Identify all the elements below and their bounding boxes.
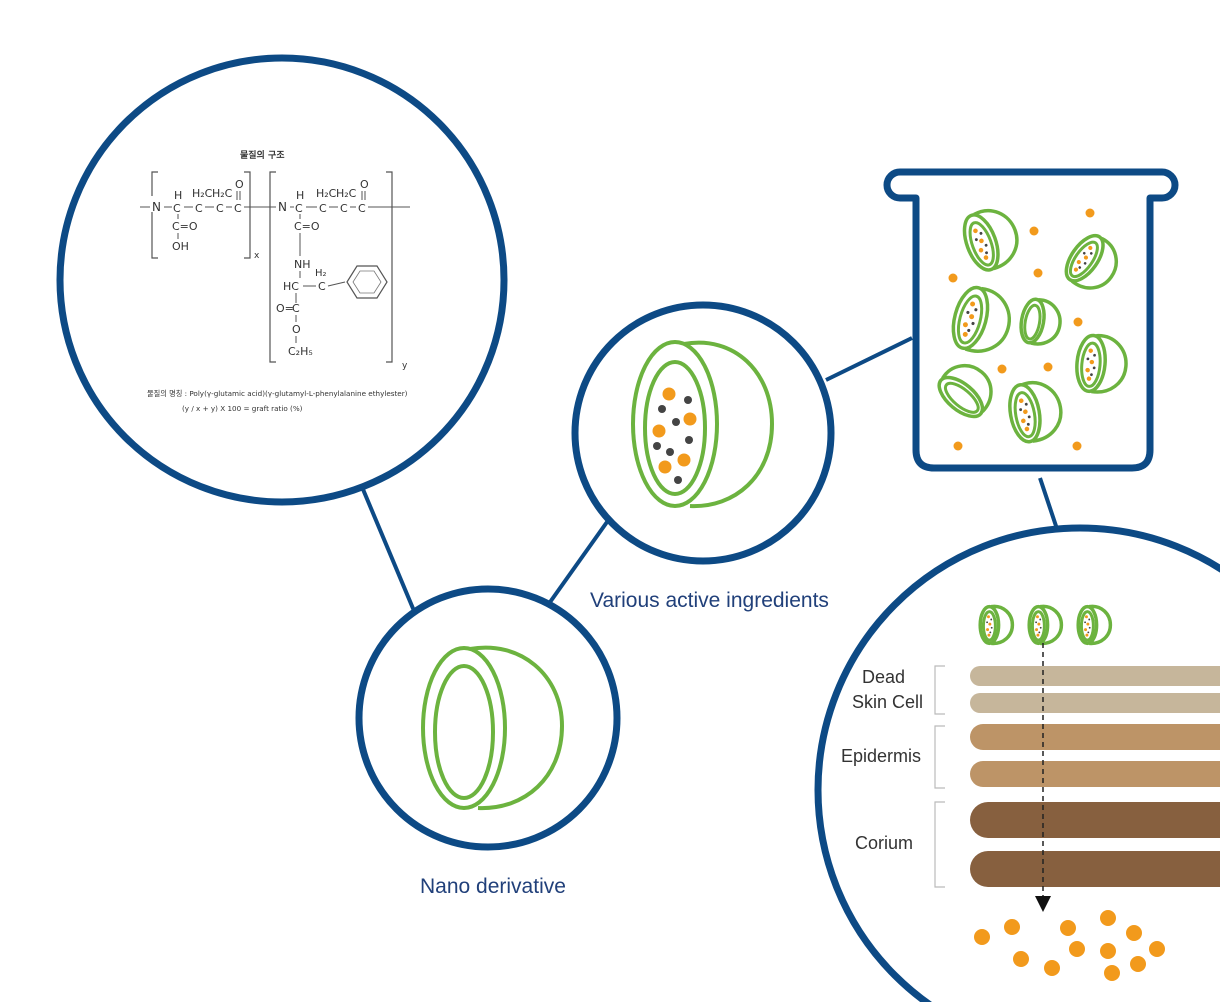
beaker xyxy=(883,168,1179,472)
loaded-capsule-small-icon xyxy=(962,208,1019,272)
connector-structure-to-nano xyxy=(355,474,419,619)
right-c-alpha: C xyxy=(295,202,303,215)
left-o-top: O xyxy=(235,178,244,191)
skin-top-capsules xyxy=(978,604,1113,646)
bracket-x-left xyxy=(151,171,158,259)
bracket-x-right xyxy=(244,171,251,259)
empty-capsule-small-icon xyxy=(1019,297,1062,346)
penetration-arrow-head xyxy=(1035,896,1051,912)
label-corium: Corium xyxy=(855,833,913,853)
skin-circle: Dead Skin Cell Epidermis Corium xyxy=(814,524,1220,1002)
right-o-top: O xyxy=(360,178,369,191)
label-dead-skin-line2: Skin Cell xyxy=(852,692,923,712)
left-oh: OH xyxy=(172,240,189,253)
right-h2: H₂ xyxy=(315,268,327,279)
loaded-capsule-small-icon xyxy=(1008,381,1063,444)
loaded-capsule-small-icon xyxy=(951,285,1011,353)
layer-epidermis-2 xyxy=(970,761,1220,787)
right-n: N xyxy=(278,200,287,214)
connector-active-to-beaker xyxy=(825,336,913,382)
nano-derivative-circle: Nano derivative xyxy=(355,585,621,898)
structure-circle-ring xyxy=(56,54,508,506)
connector-nano-to-active xyxy=(541,520,609,614)
active-ingredients-caption: Various active ingredients xyxy=(590,589,829,612)
layer-dead-skin-1 xyxy=(970,666,1220,686)
beaker-loose-dots xyxy=(948,208,1095,451)
beaker-capsules xyxy=(937,208,1128,444)
right-h2c-2: H₂C xyxy=(336,187,357,200)
right-o-ester: O xyxy=(292,323,301,336)
label-dead-skin-line1: Dead xyxy=(862,667,905,687)
layer-corium-2 xyxy=(970,851,1220,887)
right-nh: NH xyxy=(294,258,311,271)
subscript-x: x xyxy=(254,251,260,261)
right-hc: HC xyxy=(283,280,299,293)
loaded-capsule-small-icon xyxy=(1064,233,1118,290)
label-epidermis: Epidermis xyxy=(841,746,921,766)
nano-circle-ring xyxy=(355,585,621,851)
layer-brackets xyxy=(934,665,945,888)
right-c-2: C xyxy=(340,202,348,215)
empty-capsule-small-icon xyxy=(937,364,993,419)
structure-heading: 물질의 구조 xyxy=(240,149,285,161)
loaded-capsule-icon xyxy=(631,340,775,509)
nano-derivative-caption: Nano derivative xyxy=(420,875,566,898)
right-c-right: C xyxy=(318,280,326,293)
graft-ratio: (y / x + y) X 100 = graft ratio (%) xyxy=(182,404,303,413)
left-repeat-unit: N H C H₂C C H₂C C O C C=O OH xyxy=(150,178,244,253)
bracket-y-left xyxy=(269,171,276,363)
layer-dead-skin-2 xyxy=(970,693,1220,713)
right-o-left: O= xyxy=(276,302,294,315)
right-ethyl: C₂H₅ xyxy=(288,345,313,358)
connector-beaker-to-skin xyxy=(1038,477,1060,533)
right-c-mid: C xyxy=(319,202,327,215)
right-repeat-unit: N H C H₂C C H₂C C O C C=O NH H₂ HC C xyxy=(276,178,388,358)
subscript-y: y xyxy=(402,361,408,371)
empty-capsule-icon xyxy=(421,645,565,811)
right-c-end: C xyxy=(358,202,366,215)
left-c-mid: C xyxy=(195,202,203,215)
loaded-capsule-small-icon xyxy=(1075,333,1128,394)
left-n: N xyxy=(152,200,161,214)
skin-circle-ring xyxy=(814,524,1220,1002)
structure-circle: 물질의 구조 x N H C H₂C C H₂C C O C C=O xyxy=(56,54,508,506)
left-c-alpha: C xyxy=(173,202,181,215)
right-h: H xyxy=(296,189,304,202)
right-c-side: C=O xyxy=(294,220,320,233)
left-h2c-2: H₂C xyxy=(212,187,233,200)
right-c-ester: C xyxy=(292,302,300,315)
active-ingredient-dots xyxy=(652,387,697,484)
right-h2c: H₂C xyxy=(316,187,337,200)
formula-name: 물질의 명칭 : Poly(γ-glutamic acid)(γ-glutamy… xyxy=(147,389,408,398)
connector-lines xyxy=(355,336,1060,619)
left-c-end: C xyxy=(234,202,242,215)
benzene-inner xyxy=(352,270,382,294)
left-c-2: C xyxy=(216,202,224,215)
bracket-y-right xyxy=(386,171,393,363)
layer-epidermis-1 xyxy=(970,724,1220,750)
active-ingredients-circle: Various active ingredients xyxy=(571,301,835,612)
layer-corium-1 xyxy=(970,802,1220,838)
left-c-side: C=O xyxy=(172,220,198,233)
left-h2c: H₂C xyxy=(192,187,213,200)
released-ingredient-dots xyxy=(974,910,1165,981)
benzene-ring xyxy=(346,265,388,299)
left-h: H xyxy=(174,189,182,202)
